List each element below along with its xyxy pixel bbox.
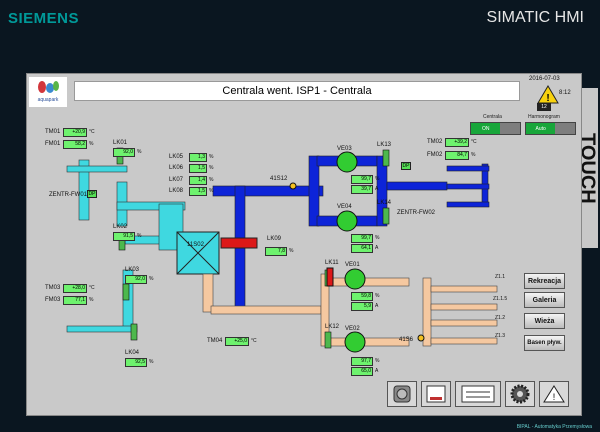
- date-display: 2016-07-03: [529, 76, 560, 82]
- dp-indicator-fw01: DP: [87, 190, 97, 198]
- lk03-value: 92,0: [125, 275, 147, 284]
- footer-credit: BIPAL - Automatyka Przemysłowa: [516, 424, 592, 430]
- alarm-button[interactable]: !: [539, 381, 569, 407]
- harmonogram-toggle[interactable]: Auto: [525, 122, 576, 135]
- lk08-value: 1,5: [189, 187, 207, 196]
- fm01-label: FM01: [45, 141, 61, 147]
- gear-icon: [510, 384, 530, 404]
- lk06-value: 1,5: [189, 164, 207, 173]
- fm02-label: FM02: [427, 152, 443, 158]
- zentr-fw01-label: ZENTR-FW01: [49, 192, 87, 198]
- aquapark-logo: aquapark: [29, 77, 67, 107]
- fan-ve01: [344, 268, 366, 290]
- heat-exchanger: [176, 231, 220, 275]
- ve03-value1: 99,7: [351, 175, 373, 184]
- ve04-value2: 64,1: [351, 244, 373, 253]
- rekreacja-button[interactable]: Rekreacja: [524, 273, 565, 289]
- tm02-label: TM02: [427, 139, 443, 145]
- fm01-value: 58,2: [63, 140, 87, 149]
- heater-coil: [220, 237, 258, 249]
- lk05-value: 1,3: [189, 153, 207, 162]
- alert-icon: !: [543, 385, 565, 403]
- lk01-value: 92,0: [113, 148, 135, 157]
- tm01-value: +20,9: [63, 128, 87, 137]
- meter-icon: [426, 385, 446, 403]
- sensor-41s6: [417, 334, 425, 342]
- meter-button[interactable]: [421, 381, 451, 407]
- lk02-value: 91,5: [113, 232, 135, 241]
- tm03-value: +28,0: [63, 284, 87, 293]
- siemens-logo: SIEMENS: [8, 10, 80, 27]
- lk11-indicator: [326, 267, 334, 287]
- tm04-value: +25,0: [225, 337, 249, 346]
- simatic-hmi-label: SIMATIC HMI: [486, 9, 584, 26]
- fan-icon: [393, 385, 411, 403]
- fm02-value: 84,7: [445, 151, 469, 160]
- tm01-label: TM01: [45, 129, 61, 135]
- tm02-value: +39,2: [445, 138, 469, 147]
- wieza-button[interactable]: Wieża: [524, 313, 565, 329]
- time-display: 8:12: [559, 90, 571, 96]
- harmonogram-label: Harmonogram: [528, 114, 560, 120]
- alarm-count: 12: [537, 103, 551, 111]
- exchanger-label: 11S02: [187, 242, 204, 248]
- fan-overview-button[interactable]: [387, 381, 417, 407]
- svg-text:!: !: [553, 392, 556, 402]
- ve01-value1: 59,8: [351, 292, 373, 301]
- page-title: Centrala went. ISP1 - Centrala: [74, 81, 520, 101]
- hmi-screen: aquapark Centrala went. ISP1 - Centrala …: [26, 73, 582, 416]
- fm03-label: FM03: [45, 297, 61, 303]
- ve04-value1: 99,7: [351, 234, 373, 243]
- basen-button[interactable]: Basen pływ.: [524, 335, 565, 351]
- lk09-value: 7,8: [265, 247, 287, 256]
- schedule-button[interactable]: [455, 381, 501, 407]
- settings-button[interactable]: [505, 381, 535, 407]
- centrala-toggle[interactable]: ON: [470, 122, 521, 135]
- galeria-button[interactable]: Galeria: [524, 292, 565, 308]
- lk07-value: 1,4: [189, 176, 207, 185]
- ve02-value2: 65,0: [351, 367, 373, 376]
- ve01-value2: 5,9: [351, 302, 373, 311]
- centrala-label: Centrala: [483, 114, 502, 120]
- tm04-label: TM04: [207, 338, 223, 344]
- svg-text:!: !: [546, 93, 549, 104]
- schedule-icon: [461, 385, 495, 403]
- lk04-value: 92,5: [125, 358, 147, 367]
- fan-ve04: [336, 210, 358, 232]
- tm03-label: TM03: [45, 285, 61, 291]
- fm03-value: 77,1: [63, 296, 87, 305]
- sensor-41s6-label: 41S6: [399, 337, 414, 343]
- sensor-41s12: [289, 182, 297, 190]
- fan-ve02: [344, 331, 366, 353]
- process-diagram: [66, 147, 498, 353]
- fan-ve03: [336, 151, 358, 173]
- dp-indicator-fw02: DP: [401, 162, 411, 170]
- zentr-fw02-label: ZENTR-FW02: [397, 210, 435, 216]
- ve03-value2: 39,7: [351, 185, 373, 194]
- ve02-value1: 97,7: [351, 357, 373, 366]
- return-duct: [202, 273, 498, 347]
- sensor-41s12-label: 41S12: [270, 176, 288, 182]
